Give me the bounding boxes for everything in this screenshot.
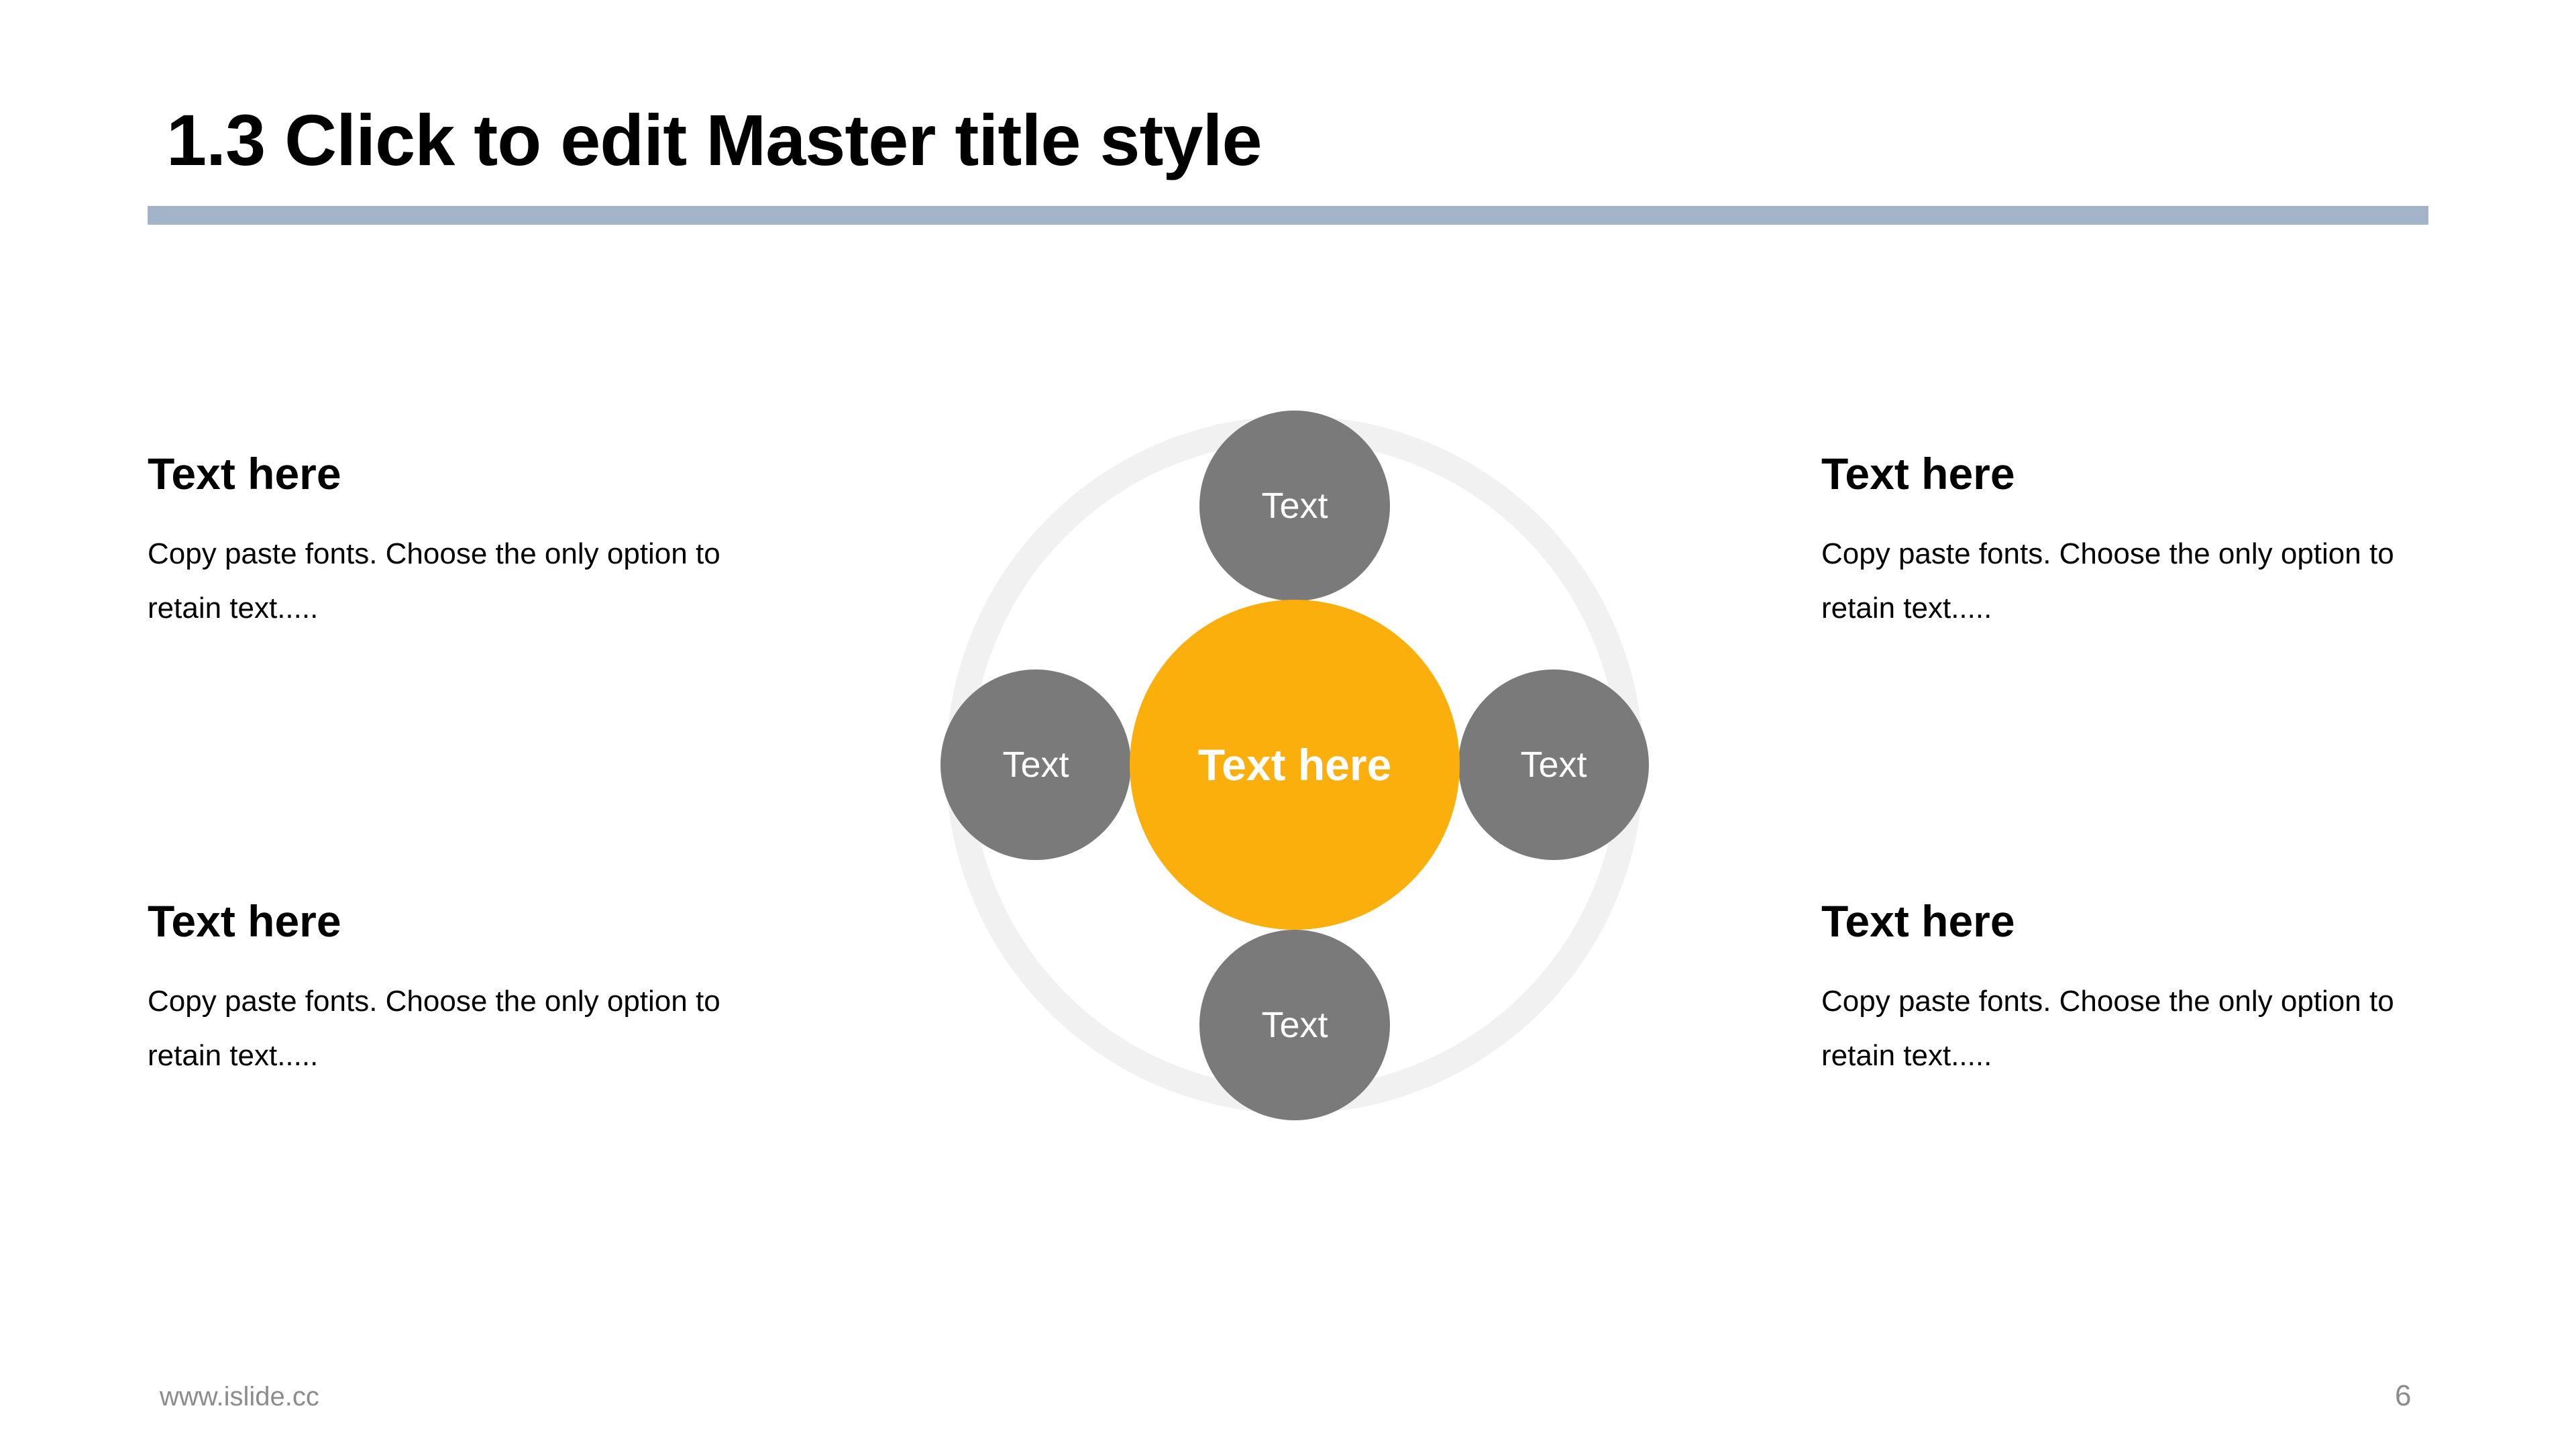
center-hub-label: Text here [1197,740,1392,790]
text-block-body: Copy paste fonts. Choose the only option… [1821,537,2394,625]
text-block-body: Copy paste fonts. Choose the only option… [1821,984,2394,1072]
text-block-bottom-left: Text here Copy paste fonts. Choose the o… [148,897,818,1083]
text-block-heading: Text here [1821,896,2015,946]
title-block: 1.3 Click to edit Master title style [148,99,2428,225]
satellite-node-label: Text [1520,745,1587,785]
satellite-node-label: Text [1261,486,1328,526]
hub-and-spoke-diagram: Text Text Text Text Text here [932,402,1657,1127]
text-block-body: Copy paste fonts. Choose the only option… [148,537,720,625]
footer-page-number: 6 [2395,1379,2412,1412]
satellite-node-bottom[interactable]: Text [1199,930,1390,1120]
footer-url[interactable]: www.islide.cc [160,1382,319,1411]
text-block-top-right: Text here Copy paste fonts. Choose the o… [1821,449,2492,635]
text-block-body: Copy paste fonts. Choose the only option… [148,984,720,1072]
satellite-node-top[interactable]: Text [1199,411,1390,601]
satellite-node-label: Text [1002,745,1069,785]
text-block-heading: Text here [1821,449,2015,498]
satellite-node-right[interactable]: Text [1458,669,1649,860]
text-block-heading: Text here [148,449,341,498]
satellite-node-left[interactable]: Text [941,669,1131,860]
title-divider-rule [148,205,2428,225]
text-block-bottom-right: Text here Copy paste fonts. Choose the o… [1821,897,2492,1083]
satellite-node-label: Text [1261,1005,1328,1045]
text-block-top-left: Text here Copy paste fonts. Choose the o… [148,449,818,635]
text-block-heading: Text here [148,896,341,946]
page-title: 1.3 Click to edit Master title style [166,99,1263,180]
center-hub-node[interactable]: Text here [1130,600,1460,930]
